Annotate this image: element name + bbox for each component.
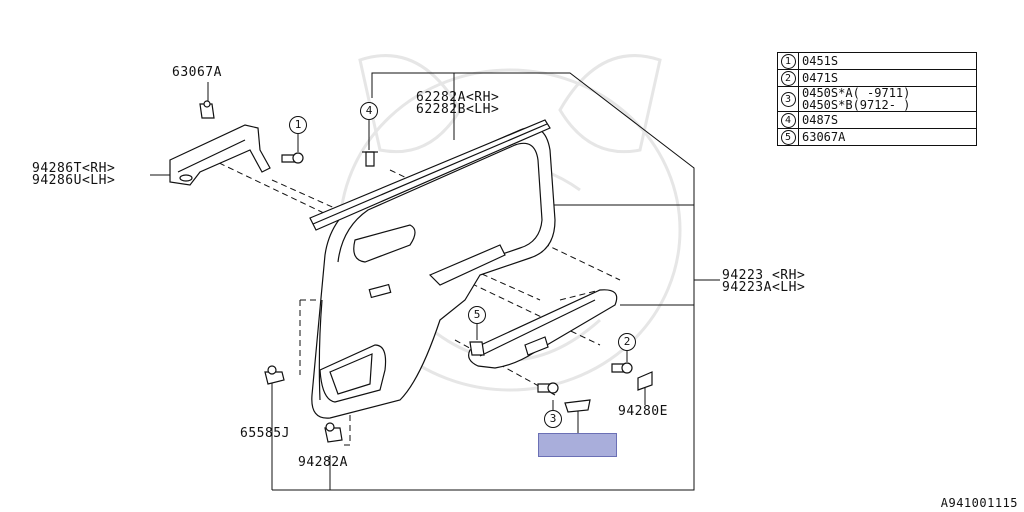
legend-code-cell: 63067A [798,128,977,146]
callout-3[interactable]: 3 [544,410,562,428]
screw-4 [362,151,378,167]
screw-2 [611,362,633,374]
legend-number: 2 [780,71,796,86]
part-label-63067A[interactable]: 63067A [172,65,222,80]
legend-number: 4 [780,113,796,128]
bracket-94286 [169,124,271,186]
part-label-94286[interactable]: 94286T<RH> 94286U<LH> [32,161,116,188]
armrest-handle [468,289,618,369]
legend-code: 0487S [802,113,839,127]
callout-5[interactable]: 5 [468,306,486,324]
fastener-65585J [264,365,285,385]
part-label-62282[interactable]: 62282A<RH> 62282B<LH> [416,90,500,117]
legend-code-cell: 0451S [798,52,977,70]
legend-number: 3 [780,92,796,107]
legend-number: 5 [780,130,796,145]
legend-number: 1 [780,54,796,69]
legend-code: 0450S*A( -9711) [802,86,911,100]
legend-code-cell: 0450S*A( -9711) 0450S*B(9712- ) [798,86,977,112]
clip-63067A [199,100,215,119]
part-label-62282A: 62282A<RH> [416,90,500,105]
screw-1 [281,152,304,164]
callout-1[interactable]: 1 [289,116,307,134]
legend-row[interactable]: 2 0471S [777,69,977,87]
legend-code: 0450S*B(9712- ) [802,98,911,112]
legend-number-cell: 3 [777,86,799,112]
highlighted-part-box[interactable] [538,433,617,457]
legend-code: 63067A [802,130,846,144]
screw-3 [537,382,559,394]
legend-code: 0471S [802,71,839,85]
part-label-94223[interactable]: 94223 <RH> 94223A<LH> [722,268,806,295]
fastener-legend-table: 1 0451S 2 0471S 3 0450S*A( -9711) 0450S*… [777,52,977,146]
callout-2[interactable]: 2 [618,333,636,351]
part-label-94223A-lh: 94223A<LH> [722,280,806,295]
diagram-reference-code: A941001115 [940,496,1018,510]
legend-number-cell: 1 [777,52,799,70]
legend-number-cell: 2 [777,69,799,87]
part-label-94282A[interactable]: 94282A [298,455,348,470]
legend-code-cell: 0471S [798,69,977,87]
legend-row[interactable]: 3 0450S*A( -9711) 0450S*B(9712- ) [777,86,977,112]
legend-number-cell: 5 [777,128,799,146]
part-label-65585J[interactable]: 65585J [240,426,290,441]
fastener-94282A [324,422,343,443]
leader-bracket-frame [272,72,695,491]
legend-row[interactable]: 5 63067A [777,128,977,146]
clip-5 [469,341,485,356]
part-label-94286T: 94286T<RH> [32,161,116,176]
part-label-62282B: 62282B<LH> [416,102,500,117]
callout-4[interactable]: 4 [360,102,378,120]
cap-part [564,399,591,413]
cover-94280E [637,371,653,391]
legend-code: 0451S [802,54,839,68]
weatherstrip [309,119,551,231]
part-label-94286U: 94286U<LH> [32,173,116,188]
legend-code-cell: 0487S [798,111,977,129]
legend-number-cell: 4 [777,111,799,129]
legend-row[interactable]: 1 0451S [777,52,977,70]
part-label-94223-rh: 94223 <RH> [722,268,806,283]
part-label-94280E[interactable]: 94280E [618,404,668,419]
legend-row[interactable]: 4 0487S [777,111,977,129]
